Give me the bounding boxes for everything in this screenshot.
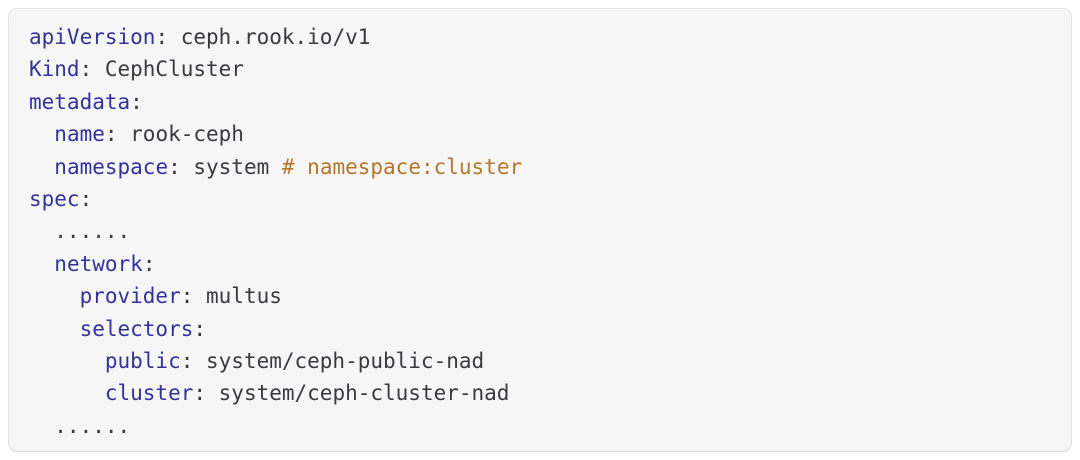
code-token-plain: : xyxy=(79,186,93,211)
code-token-plain: : xyxy=(142,251,156,276)
code-token-plain: : ceph.rook.io/v1 xyxy=(155,25,371,49)
code-token-plain: : xyxy=(130,89,143,114)
code-token-plain xyxy=(29,252,54,276)
code-token-key: cluster xyxy=(104,381,194,406)
code-line: ...... xyxy=(29,215,1051,247)
code-line: ...... xyxy=(29,410,1051,442)
code-token-key: Kind xyxy=(29,57,80,82)
code-token-plain xyxy=(29,381,105,405)
code-token-comment: # namespace:cluster xyxy=(281,154,523,179)
code-token-key: namespace xyxy=(54,154,169,179)
code-token-plain xyxy=(29,349,105,373)
code-token-plain xyxy=(29,317,80,341)
code-token-key: selectors xyxy=(79,316,194,341)
code-token-key: network xyxy=(54,251,143,276)
code-token-plain xyxy=(29,155,54,179)
code-token-plain xyxy=(29,122,54,146)
code-line: selectors: xyxy=(29,313,1051,345)
code-line: network: xyxy=(29,248,1051,280)
code-token-key: public xyxy=(104,348,181,373)
code-token-plain xyxy=(29,284,80,308)
code-line: cluster: system/ceph-cluster-nad xyxy=(29,377,1051,409)
code-line: spec: xyxy=(29,183,1051,215)
code-line: apiVersion: ceph.rook.io/v1 xyxy=(29,21,1051,53)
code-token-key: provider xyxy=(79,284,181,309)
code-line: namespace: system # namespace:cluster xyxy=(29,151,1051,183)
code-line: metadata: xyxy=(29,86,1051,118)
code-token-key: name xyxy=(54,122,105,147)
code-token-plain: : system/ceph-public-nad xyxy=(180,348,485,373)
code-token-plain: : xyxy=(193,316,207,341)
code-token-plain: ...... xyxy=(29,413,131,438)
code-token-key: apiVersion xyxy=(29,25,156,49)
code-token-plain: : system xyxy=(168,154,282,179)
code-line: public: system/ceph-public-nad xyxy=(29,345,1051,377)
code-token-key: spec xyxy=(29,186,80,211)
code-line: name: rook-ceph xyxy=(29,118,1051,150)
code-line: provider: multus xyxy=(29,280,1051,312)
code-token-key: metadata xyxy=(29,89,131,114)
code-token-plain: : CephCluster xyxy=(79,57,244,82)
code-token-plain: : rook-ceph xyxy=(104,122,244,147)
code-token-plain: : system/ceph-cluster-nad xyxy=(193,381,510,406)
code-token-plain: : multus xyxy=(180,284,282,309)
code-token-plain: ...... xyxy=(29,219,131,244)
code-line: Kind: CephCluster xyxy=(29,53,1051,85)
